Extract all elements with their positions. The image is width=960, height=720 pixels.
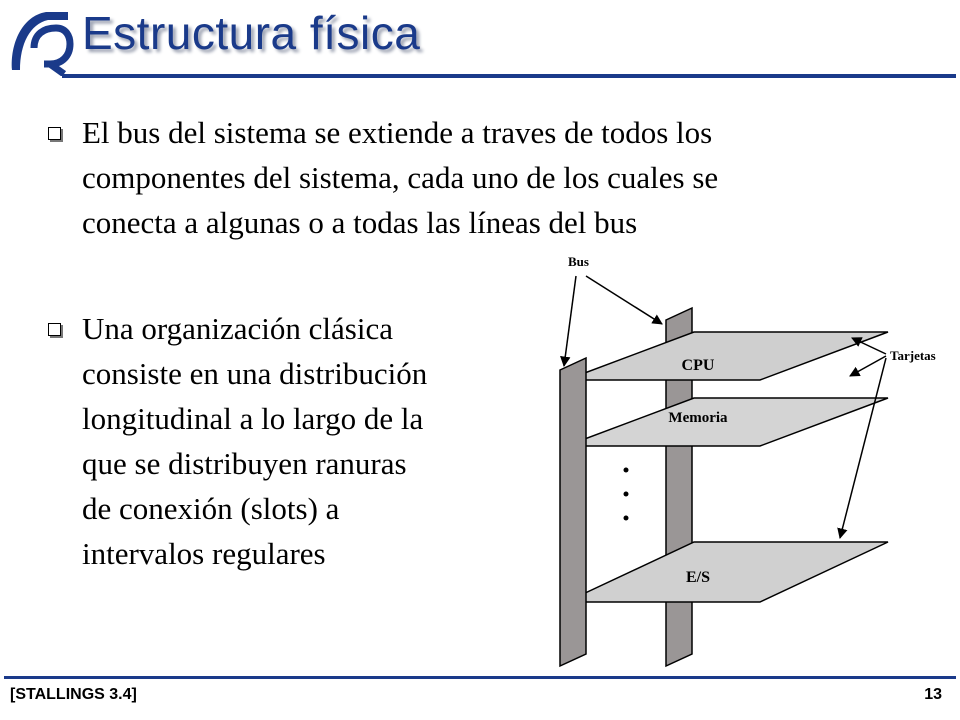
bus-arrow-back xyxy=(585,275,663,325)
card-cpu xyxy=(565,331,889,381)
bullet-line: consiste en una distribución xyxy=(82,356,428,391)
card-es xyxy=(565,541,889,603)
bus-label: Bus xyxy=(568,254,589,269)
cards-arrow-cpu xyxy=(851,337,887,355)
slide-title: Estructura física xyxy=(82,7,421,59)
bullet-line: El bus del sistema se extiende a traves … xyxy=(82,115,713,150)
bullet-line: de conexión (slots) a xyxy=(82,491,340,526)
bullet-classic-organization: Una organización clásica consiste en una… xyxy=(48,306,502,576)
bullet-line: componentes del sistema, cada uno de los… xyxy=(82,160,719,195)
card-label-memoria: Memoria xyxy=(668,410,728,426)
card-label-es: E/S xyxy=(686,569,710,586)
bullet-line: conecta a algunas o a todas las líneas d… xyxy=(82,205,638,240)
footer-divider xyxy=(4,676,956,679)
card-label-cpu: CPU xyxy=(682,357,715,374)
footer-reference: [STALLINGS 3.4] xyxy=(10,686,137,703)
bullet-line: longitudinal a lo largo de la xyxy=(82,401,424,436)
bullet-bus-description: El bus del sistema se extiende a traves … xyxy=(48,110,862,245)
checkbox-bullet-icon xyxy=(48,323,61,336)
ellipsis-dot xyxy=(623,515,629,521)
title-divider xyxy=(62,74,956,78)
card-memoria xyxy=(565,397,889,447)
bus-diagram: CPU Memoria E/S Bus Tarjetas xyxy=(559,254,936,668)
bullet-line: intervalos regulares xyxy=(82,536,326,571)
logo-icon xyxy=(11,12,74,76)
ellipsis-dot xyxy=(623,491,629,497)
checkbox-bullet-icon xyxy=(48,127,61,140)
bullet-line: que se distribuyen ranuras xyxy=(82,446,407,481)
bus-arrow-front xyxy=(560,275,577,368)
cards-label: Tarjetas xyxy=(890,348,936,363)
ellipsis-dot xyxy=(623,467,629,473)
cards-arrow-es xyxy=(837,357,887,540)
bullet-line: Una organización clásica xyxy=(82,311,393,346)
page-number: 13 xyxy=(924,686,942,703)
bus-bar-front xyxy=(559,356,587,668)
cards-arrow-memoria xyxy=(849,355,887,377)
